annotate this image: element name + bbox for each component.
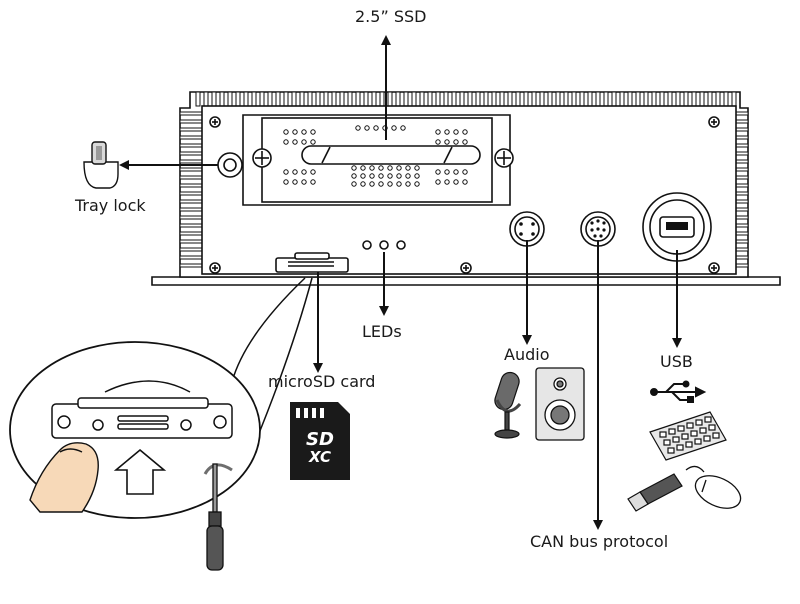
up-arrow-icon [113, 448, 167, 495]
microsd-label: microSD card [268, 372, 376, 391]
tray-lock-key-icon [83, 141, 119, 189]
connector-pins [519, 219, 606, 238]
usb-symbol-icon [650, 380, 707, 403]
mouse-icon [685, 465, 742, 509]
usb-label: USB [660, 352, 693, 371]
can-bus-label: CAN bus protocol [530, 532, 669, 551]
connection-arrows [119, 35, 682, 530]
microphone-icon [494, 371, 522, 439]
tray-lock-label: Tray lock [75, 196, 146, 215]
audio-label: Audio [504, 345, 550, 364]
sd-logo-line2: XC [308, 448, 331, 466]
ssd-label: 2.5” SSD [355, 7, 427, 26]
microsd-zoom-callout [9, 277, 313, 571]
screwdriver-icon [203, 463, 233, 571]
sd-logo-line1: SD [306, 429, 334, 450]
keyboard-icon [649, 411, 727, 461]
microsd-card-icon [290, 402, 350, 480]
usb-flash-drive-icon [627, 473, 683, 512]
speaker-icon [535, 367, 585, 441]
device-chassis [151, 91, 781, 286]
ssd-vent-holes [283, 125, 468, 187]
thumb-press-icon [29, 442, 99, 513]
leds-label: LEDs [362, 322, 402, 341]
